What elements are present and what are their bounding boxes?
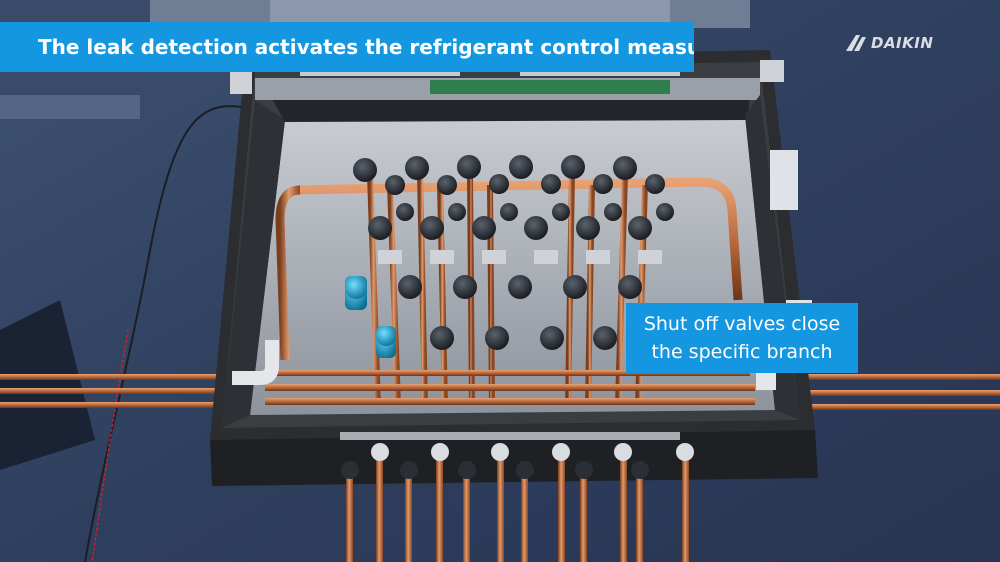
- daikin-delta-icon: [846, 35, 866, 51]
- caption-side-line2: the specific branch: [651, 341, 833, 363]
- valve-row-top: [353, 155, 665, 195]
- shut-off-valves-highlighted: [345, 276, 396, 358]
- caption-top: The leak detection activates the refrige…: [0, 22, 694, 72]
- caption-side: Shut off valves close the specific branc…: [626, 303, 858, 373]
- valve-row-lower: [398, 275, 642, 350]
- valve-box: [210, 50, 818, 486]
- brand-logo: DAIKIN: [846, 32, 933, 54]
- caption-side-line1: Shut off valves close: [643, 313, 841, 335]
- lower-headers: [265, 370, 755, 405]
- outlet-pipes-right: [800, 374, 1000, 410]
- outlet-pipes-bottom: [341, 443, 694, 562]
- fittings-row: [378, 250, 662, 264]
- valve-row-middle: [368, 203, 674, 240]
- inlet-pipes-left: [0, 374, 235, 408]
- brand-name: DAIKIN: [871, 34, 934, 52]
